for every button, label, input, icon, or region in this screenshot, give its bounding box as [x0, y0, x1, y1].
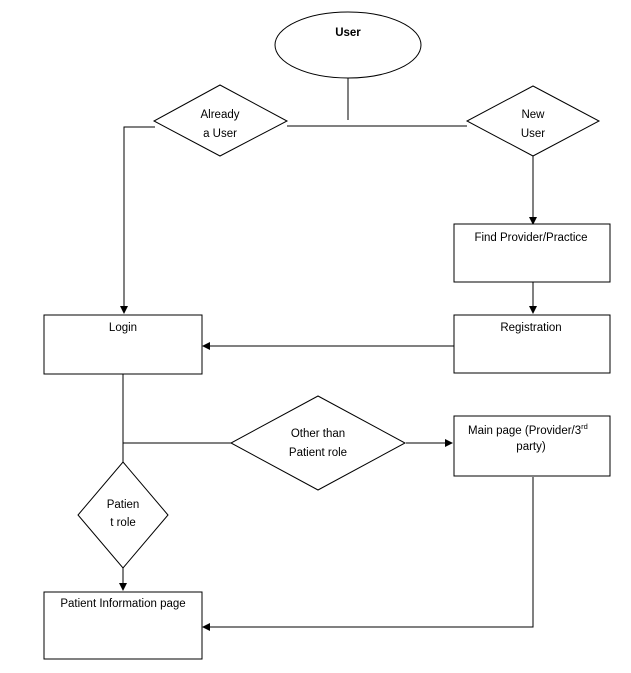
patient-info-box: [43, 591, 203, 660]
find-provider-box: [453, 223, 611, 283]
patient-role-decision: Patien t role: [77, 461, 169, 569]
patient-role-label-line2: t role: [110, 517, 136, 529]
arrow-already-user-to-login: [120, 126, 155, 314]
new-user-label-line2: User: [521, 128, 545, 140]
find-provider-node: Find Provider/Practice: [453, 223, 611, 283]
find-provider-label: Find Provider/Practice: [474, 232, 587, 244]
login-box: [43, 314, 203, 375]
user-label: User: [335, 27, 361, 39]
already-user-decision: Already a User: [152, 84, 289, 157]
new-user-label-line1: New: [521, 109, 545, 121]
user-ellipse: [274, 11, 422, 79]
login-node: Login: [43, 314, 203, 375]
new-user-diamond: [465, 85, 601, 157]
connectors: [119, 78, 537, 631]
already-user-label-line2: a User: [203, 128, 237, 140]
other-role-label-line2: Patient role: [289, 447, 347, 459]
main-page-label-line2: party): [516, 441, 546, 453]
already-user-diamond: [152, 84, 289, 157]
patient-info-node: Patient Information page: [43, 591, 203, 660]
other-role-decision: Other than Patient role: [229, 395, 407, 491]
other-role-diamond: [229, 395, 407, 491]
main-page-label-text: Main page (Provider/3: [468, 425, 581, 437]
already-user-label-line1: Already: [201, 109, 240, 121]
main-page-label-line1: Main page (Provider/3rd: [468, 422, 588, 437]
patient-role-diamond: [77, 461, 169, 569]
main-page-label-superscript: rd: [581, 422, 588, 431]
main-page-node: Main page (Provider/3rd party): [453, 415, 611, 477]
registration-box: [453, 314, 611, 374]
patient-info-label: Patient Information page: [60, 598, 185, 610]
new-user-decision: New User: [465, 85, 601, 157]
login-label: Login: [109, 322, 137, 334]
patient-role-label-line1: Patien: [107, 499, 140, 511]
registration-label: Registration: [500, 322, 561, 334]
main-page-box: [453, 415, 611, 477]
user-node: User: [274, 11, 422, 79]
other-role-label-line1: Other than: [291, 428, 345, 440]
registration-node: Registration: [453, 314, 611, 374]
arrow-main-page-to-patient-info: [202, 477, 534, 631]
